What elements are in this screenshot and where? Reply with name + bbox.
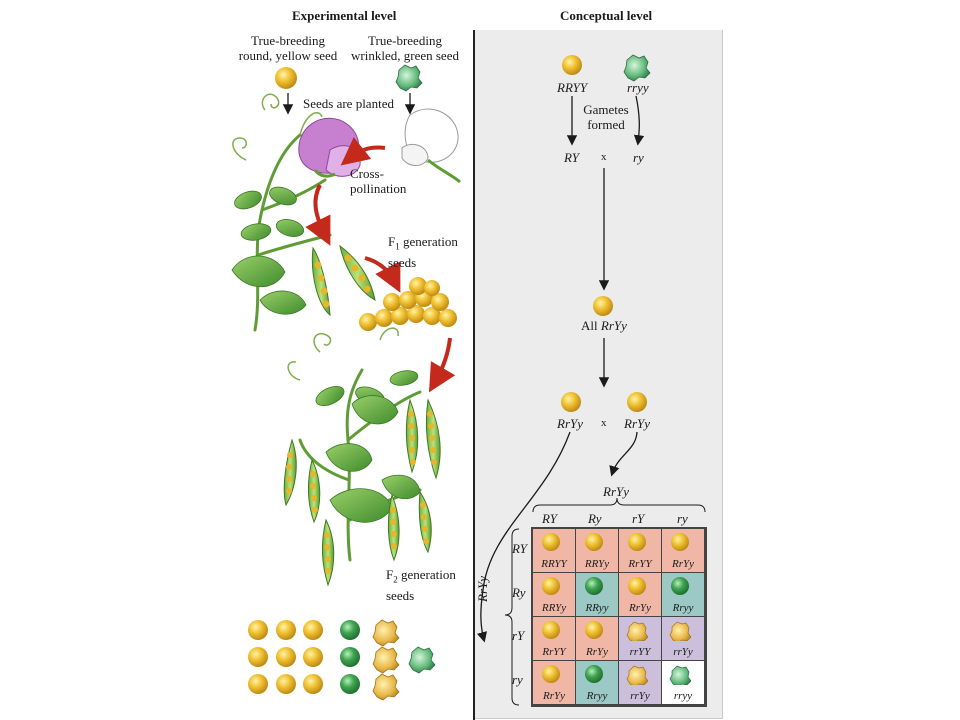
f2-pods xyxy=(283,398,441,587)
rryy-parent-wrinkled-green-icon xyxy=(623,54,651,82)
round-green-seed-icon xyxy=(671,577,689,595)
parent-genotype-rryy-recessive: rryy xyxy=(627,80,649,95)
col-header-2: rY xyxy=(632,511,645,526)
f2-generation-label: F2 generation seeds xyxy=(386,567,456,603)
experimental-level-header: Experimental level xyxy=(292,8,397,23)
punnett-cell-genotype: rryy xyxy=(673,690,693,702)
punnett-cell: rryy xyxy=(662,661,704,704)
f1-genotype-b: RrYy xyxy=(624,416,650,431)
all-f1-label: All RrYy xyxy=(581,318,627,333)
round-green-seed-icon xyxy=(585,665,603,683)
wrinkled-yellow-seed-icon xyxy=(626,665,648,685)
wrinkled-green-seed-icon xyxy=(395,64,423,92)
cross-symbol: x xyxy=(601,151,607,163)
punnett-cell-genotype: rrYY xyxy=(629,646,651,658)
punnett-cell-genotype: RrYy xyxy=(543,690,565,702)
gamete-ry-recessive: ry xyxy=(633,150,644,165)
f1-round-yellow-icon xyxy=(593,296,613,316)
side-brace xyxy=(504,528,520,706)
f1-seed-pile xyxy=(359,277,457,331)
punnett-cell-genotype: RRyy xyxy=(585,602,609,614)
gamete-ry-dominant: RY xyxy=(564,150,579,165)
parent1-label: True-breeding round, yellow seed xyxy=(238,33,338,63)
wrinkled-yellow-seed-icon xyxy=(669,621,691,641)
punnett-cell-genotype: RrYy xyxy=(586,646,608,658)
row-header-3: ry xyxy=(512,672,523,687)
row-header-2: rY xyxy=(512,628,525,643)
f1-pods xyxy=(311,244,376,317)
punnett-cell-genotype: RRYy xyxy=(541,602,567,614)
punnett-cell-genotype: RrYy xyxy=(629,602,651,614)
parent-genotype-rryy-dominant: RRYY xyxy=(557,80,588,95)
round-yellow-seed-icon xyxy=(542,577,560,595)
round-yellow-seed-icon xyxy=(542,665,560,683)
conceptual-level-header: Conceptual level xyxy=(560,8,653,23)
punnett-cell: RRYy xyxy=(533,573,575,616)
col-header-3: ry xyxy=(677,511,688,526)
punnett-cell: rrYy xyxy=(619,661,661,704)
punnett-cell-genotype: RrYY xyxy=(628,558,652,570)
top-brace xyxy=(532,497,706,513)
f1-genotype-a: RrYy xyxy=(557,416,583,431)
round-yellow-seed-icon xyxy=(542,621,560,639)
punnett-cell: RRYy xyxy=(576,529,618,572)
punnett-cell-genotype: Rryy xyxy=(586,690,608,702)
punnett-top-parent: RrYy xyxy=(603,484,629,499)
punnett-cell: RRYY xyxy=(533,529,575,572)
wrinkled-yellow-seed-icon xyxy=(626,621,648,641)
punnett-cell: RrYy xyxy=(533,661,575,704)
f1-cross-symbol: x xyxy=(601,417,607,429)
punnett-side-parent: RrYy xyxy=(475,576,490,602)
seeds-planted-label: Seeds are planted xyxy=(303,96,394,111)
round-yellow-seed-icon xyxy=(628,533,646,551)
punnett-cell-genotype: RRYy xyxy=(584,558,610,570)
f1-generation-label: F1 generation seeds xyxy=(388,234,458,270)
row-header-1: Ry xyxy=(512,585,526,600)
panel-divider xyxy=(473,30,475,720)
punnett-cell-genotype: RrYy xyxy=(672,558,694,570)
punnett-cell-genotype: RrYY xyxy=(542,646,566,658)
gametes-formed-label: Gametes formed xyxy=(576,102,636,132)
punnett-cell: RRyy xyxy=(576,573,618,616)
punnett-cell: RrYy xyxy=(576,617,618,660)
wrinkled-green-seed-icon xyxy=(669,665,691,685)
round-yellow-seed-icon xyxy=(275,67,297,89)
punnett-cell: Rryy xyxy=(576,661,618,704)
f1-parent-b-icon xyxy=(627,392,647,412)
rryy-parent-round-yellow-icon xyxy=(562,55,582,75)
punnett-cell: rrYY xyxy=(619,617,661,660)
f1-parent-a-icon xyxy=(561,392,581,412)
round-green-seed-icon xyxy=(585,577,603,595)
punnett-cell: rrYy xyxy=(662,617,704,660)
round-yellow-seed-icon xyxy=(671,533,689,551)
punnett-cell: RrYy xyxy=(619,573,661,616)
round-yellow-seed-icon xyxy=(585,621,603,639)
punnett-cell: RrYY xyxy=(619,529,661,572)
punnett-cell-genotype: rrYy xyxy=(673,646,693,658)
cross-pollination-label: Cross- pollination xyxy=(350,166,407,196)
row-header-0: RY xyxy=(512,541,527,556)
punnett-cell-genotype: rrYy xyxy=(630,690,650,702)
parent2-label: True-breeding wrinkled, green seed xyxy=(351,33,459,63)
punnett-cell: Rryy xyxy=(662,573,704,616)
punnett-cell-genotype: RRYY xyxy=(541,558,567,570)
col-header-1: Ry xyxy=(588,511,602,526)
punnett-cell-genotype: Rryy xyxy=(672,602,694,614)
f2-seed-array xyxy=(248,619,436,701)
round-yellow-seed-icon xyxy=(628,577,646,595)
col-header-0: RY xyxy=(542,511,557,526)
round-yellow-seed-icon xyxy=(585,533,603,551)
round-yellow-seed-icon xyxy=(542,533,560,551)
white-flower-icon xyxy=(401,108,461,184)
punnett-cell: RrYy xyxy=(662,529,704,572)
punnett-cell: RrYY xyxy=(533,617,575,660)
